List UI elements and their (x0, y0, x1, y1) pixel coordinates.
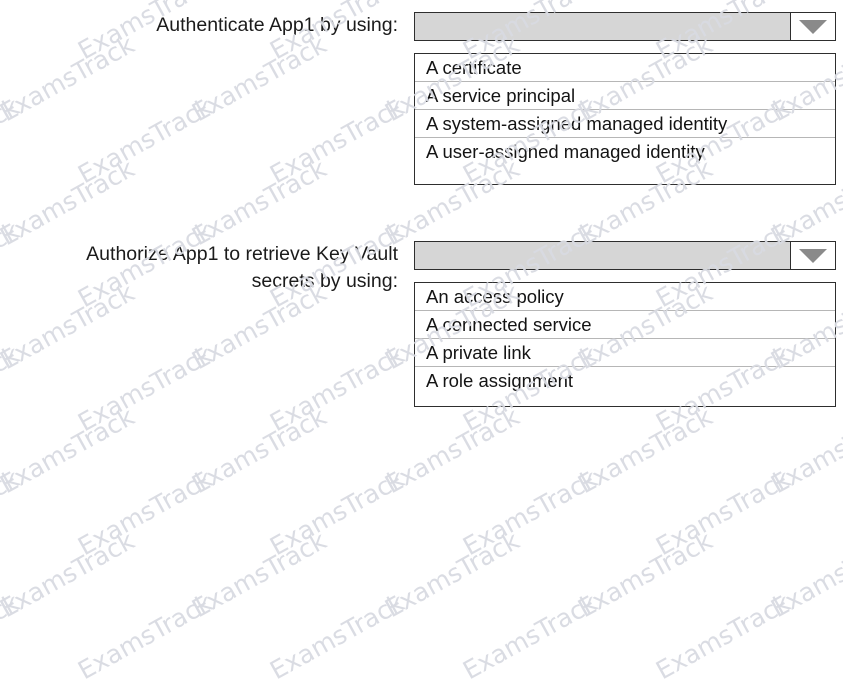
dropdown-toggle-button-authorize[interactable] (791, 242, 835, 269)
list-item[interactable]: A system-assigned managed identity (415, 110, 835, 138)
dropdown-authorize[interactable]: An access policy A connected service A p… (414, 241, 836, 407)
dropdown-option-list-authenticate[interactable]: A certificate A service principal A syst… (414, 53, 836, 185)
chevron-down-icon (799, 19, 827, 34)
dropdown-option-list-authorize[interactable]: An access policy A connected service A p… (414, 282, 836, 407)
watermark-text: ExamsTrack (265, 587, 410, 686)
dropdown-authenticate[interactable]: A certificate A service principal A syst… (414, 12, 836, 185)
watermark-text: ExamsTrack (380, 525, 525, 624)
watermark-text: ExamsTrack (0, 463, 25, 562)
list-item[interactable]: A connected service (415, 311, 835, 339)
watermark-row: ExamsTrack ExamsTrack ExamsTrack ExamsTrack… (0, 588, 843, 685)
list-item[interactable]: A user-assigned managed identity (426, 141, 705, 162)
watermark-text: ExamsTrack (765, 525, 843, 624)
watermark-text: ExamsTrack (836, 574, 843, 700)
watermark-row: ExamsTrack ExamsTrack ExamsTrack ExamsTrack… (0, 464, 843, 561)
watermark-text: ExamsTrack (72, 463, 217, 562)
watermark-text: ExamsTrack (187, 525, 332, 624)
list-item[interactable]: A certificate (415, 54, 835, 82)
watermark-text: ExamsTrack (0, 587, 25, 686)
question-label-line: Authenticate App1 by using: (156, 14, 398, 36)
list-item[interactable]: A role assignment (426, 370, 574, 391)
dropdown-header-authenticate[interactable] (414, 12, 836, 41)
dropdown-selected-value-authorize[interactable] (415, 242, 791, 269)
list-item[interactable]: An access policy (415, 283, 835, 311)
list-item[interactable]: A service principal (415, 82, 835, 110)
question-block-authorize: Authorize App1 to retrieve Key Vault sec… (0, 241, 836, 407)
question-block-authenticate: Authenticate App1 by using: A certificat… (0, 0, 843, 200)
chevron-down-icon (799, 248, 827, 263)
watermark-text: ExamsTrack (650, 463, 796, 562)
question-label-authorize: Authorize App1 to retrieve Key Vault sec… (0, 241, 398, 295)
question-label-authenticate: Authenticate App1 by using: (0, 12, 398, 39)
watermark-row: ExamsTrack ExamsTrack ExamsTrack ExamsTrack… (0, 526, 843, 623)
watermark-text: ExamsTrack (836, 450, 843, 576)
watermark-text: ExamsTrack (458, 463, 603, 562)
list-item[interactable]: A private link (415, 339, 835, 367)
watermark-text: ExamsTrack (650, 587, 796, 686)
dropdown-selected-value-authenticate[interactable] (415, 13, 791, 40)
watermark-text: ExamsTrack (458, 587, 603, 686)
dropdown-header-authorize[interactable] (414, 241, 836, 270)
watermark-text: ExamsTrack (72, 587, 217, 686)
question-label-line: Authorize App1 to retrieve Key Vault (86, 243, 398, 265)
watermark-text: ExamsTrack (0, 525, 139, 624)
question-label-line: secrets by using: (251, 270, 398, 292)
watermark-text: ExamsTrack (265, 463, 410, 562)
dropdown-toggle-button-authenticate[interactable] (791, 13, 835, 40)
watermark-text: ExamsTrack (572, 525, 718, 624)
